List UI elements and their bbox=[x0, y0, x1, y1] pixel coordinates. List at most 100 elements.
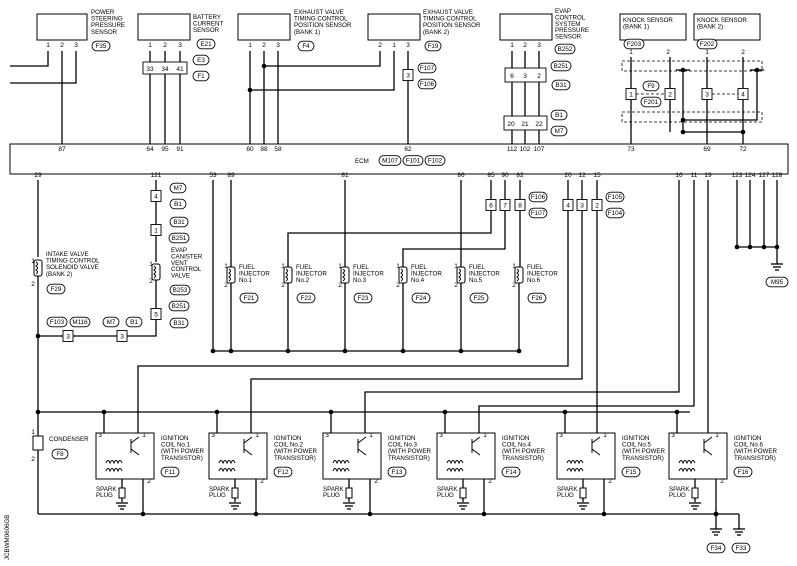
connector-ref bbox=[169, 284, 191, 296]
wire bbox=[137, 211, 569, 434]
pin: 2 bbox=[31, 281, 35, 288]
connector-ref-label: F23 bbox=[358, 295, 369, 302]
harness-cell bbox=[701, 88, 713, 100]
coil-winding-icon bbox=[566, 460, 584, 465]
pin: 1 bbox=[396, 263, 400, 270]
harness-cell bbox=[737, 88, 749, 100]
sensor-label: POSITION SENSOR bbox=[423, 22, 481, 29]
coil-label: TRANSISTOR) bbox=[388, 455, 430, 462]
sensor-pin: 1 bbox=[510, 42, 514, 49]
connector-ref bbox=[417, 78, 437, 90]
components bbox=[9, 13, 789, 554]
harness-block bbox=[504, 67, 547, 83]
connector-ref bbox=[621, 466, 641, 478]
harness-cell bbox=[150, 308, 162, 320]
injector-label: No.1 bbox=[239, 277, 253, 284]
coil-winding-icon bbox=[332, 468, 350, 473]
sensor-label: POWER bbox=[91, 9, 115, 16]
shield-outline bbox=[621, 60, 763, 72]
coil-winding-icon bbox=[105, 468, 123, 473]
coil-winding-icon bbox=[566, 468, 584, 473]
connector-ref-label: F4 bbox=[302, 43, 310, 50]
coil-icon bbox=[35, 261, 38, 275]
junction-dot bbox=[214, 409, 220, 415]
sensor-pin: 1 bbox=[148, 42, 152, 49]
connector-ref bbox=[424, 155, 446, 166]
connector-ref-label: F1 bbox=[197, 73, 205, 80]
component-label: INTAKE VALVE bbox=[46, 251, 89, 258]
component-label: VALVE bbox=[171, 273, 190, 280]
ecm-top-pin: 62 bbox=[404, 146, 412, 153]
connector-ref bbox=[469, 292, 489, 304]
ecm-bottom-pin: 15 bbox=[593, 172, 601, 179]
transistor-icon bbox=[130, 436, 140, 456]
pin: 2 bbox=[488, 478, 492, 485]
injector-label: FUEL bbox=[527, 264, 543, 271]
ecm-bottom-pin: 90 bbox=[501, 172, 509, 179]
connector-ref-label: F202 bbox=[700, 41, 715, 48]
connector-ref bbox=[353, 292, 373, 304]
connector-ref bbox=[378, 155, 402, 166]
sensor-label: STEERING bbox=[91, 16, 123, 23]
ecm-top-pin: 60 bbox=[246, 146, 254, 153]
ecm-bottom-pin: 11 bbox=[691, 172, 698, 179]
ecm-top-pin: 69 bbox=[703, 146, 711, 153]
connector-ref bbox=[196, 38, 216, 50]
connector-ref-label: B253 bbox=[173, 287, 188, 294]
junction-dot bbox=[761, 244, 767, 250]
condenser-label: CONDENSER bbox=[49, 436, 89, 443]
connector-ref-label: F26 bbox=[532, 295, 543, 302]
coil-label: COIL No.2 bbox=[274, 442, 304, 449]
wire bbox=[682, 70, 743, 133]
connector-ref bbox=[46, 283, 66, 295]
sensor-label: CURRENT bbox=[193, 21, 223, 28]
connector-ref-label: E21 bbox=[200, 41, 212, 48]
ecm-bottom-pin: 86 bbox=[457, 172, 465, 179]
connector-ref-label: F29 bbox=[51, 286, 62, 293]
spark-plug-label: SPARK bbox=[669, 486, 690, 493]
junction-dot bbox=[601, 511, 607, 517]
junction-dot bbox=[680, 129, 686, 135]
coil-icon bbox=[400, 268, 403, 282]
harness-cell bbox=[62, 330, 74, 342]
connector-ref bbox=[51, 448, 69, 460]
sensor-label: SENSOR bbox=[91, 29, 118, 36]
connector-ref-label: F35 bbox=[96, 43, 107, 50]
knock-sensor-bank1 bbox=[619, 13, 687, 41]
sensor-label: PRESSURE bbox=[555, 27, 589, 34]
wire bbox=[38, 319, 157, 337]
ecm-bottom-pin: 20 bbox=[564, 172, 572, 179]
junction-dot bbox=[747, 244, 753, 250]
wire bbox=[250, 51, 395, 91]
connector-ref-label: M95 bbox=[771, 279, 784, 286]
harness-pin: 3 bbox=[406, 72, 410, 79]
injector-label: INJECTOR bbox=[239, 271, 270, 278]
connector-ref-label: M7 bbox=[174, 185, 183, 192]
ecm-bottom-pin: 127 bbox=[759, 172, 770, 179]
sensor-pin: 2 bbox=[378, 42, 382, 49]
pin: 2 bbox=[720, 478, 724, 485]
shield-outline bbox=[621, 111, 763, 123]
connector-ref-label: F8 bbox=[56, 451, 64, 458]
sensor-pin: 2 bbox=[163, 42, 167, 49]
coil-winding-icon bbox=[678, 460, 696, 465]
component-label: SOLENOID VALVE bbox=[46, 264, 99, 271]
wire bbox=[264, 51, 381, 67]
wire bbox=[10, 51, 49, 67]
connector-ref-label: F16 bbox=[738, 469, 749, 476]
coil-label: IGNITION bbox=[622, 435, 650, 442]
connector-ref-label: F203 bbox=[627, 41, 642, 48]
spark-plug-icon bbox=[459, 487, 467, 499]
connector-ref bbox=[169, 317, 189, 329]
sensor-pin: 3 bbox=[74, 42, 78, 49]
harness-pin: 1 bbox=[629, 91, 633, 98]
junction-dot bbox=[734, 244, 740, 250]
harness-pin: 4 bbox=[154, 193, 158, 200]
connector-ref bbox=[160, 466, 180, 478]
junction-dot bbox=[328, 409, 334, 415]
sensor-label: CONTROL bbox=[555, 14, 586, 21]
pin: 1 bbox=[142, 432, 146, 439]
junction-dot bbox=[674, 409, 680, 415]
connector-ref-label: B251 bbox=[172, 303, 187, 310]
junction-dot bbox=[458, 348, 464, 354]
